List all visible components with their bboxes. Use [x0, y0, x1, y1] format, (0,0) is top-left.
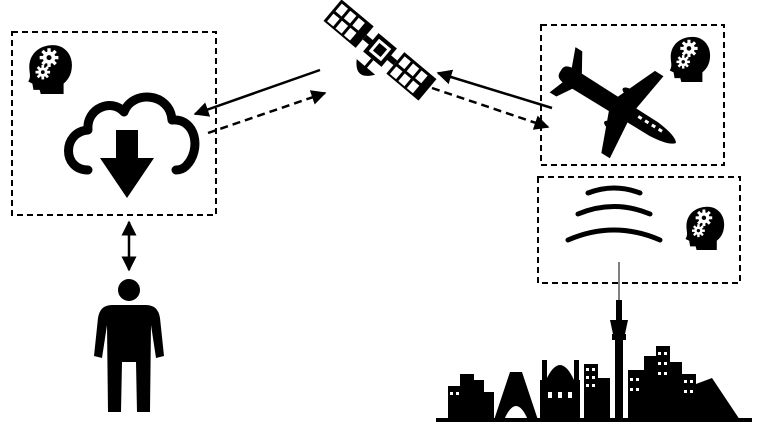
user-person-icon	[94, 279, 164, 412]
ai-brain-icon	[686, 207, 725, 250]
satellite-to-cloud-arrow	[195, 70, 320, 114]
aircraft-node	[535, 25, 724, 184]
satellite-icon	[313, 0, 437, 114]
city-skyline-icon	[436, 300, 752, 422]
wireless-signal-icon	[568, 188, 660, 240]
aircraft-to-satellite-arrow	[438, 73, 552, 108]
satellite-to-aircraft-dashed-arrow	[432, 88, 548, 127]
ai-brain-icon	[670, 37, 710, 82]
cloud-server-node	[12, 32, 216, 215]
ai-brain-icon	[28, 45, 72, 94]
cloud-to-satellite-dashed-arrow	[208, 93, 325, 133]
sensor-node	[538, 177, 740, 283]
cloud-download-icon	[69, 97, 195, 198]
